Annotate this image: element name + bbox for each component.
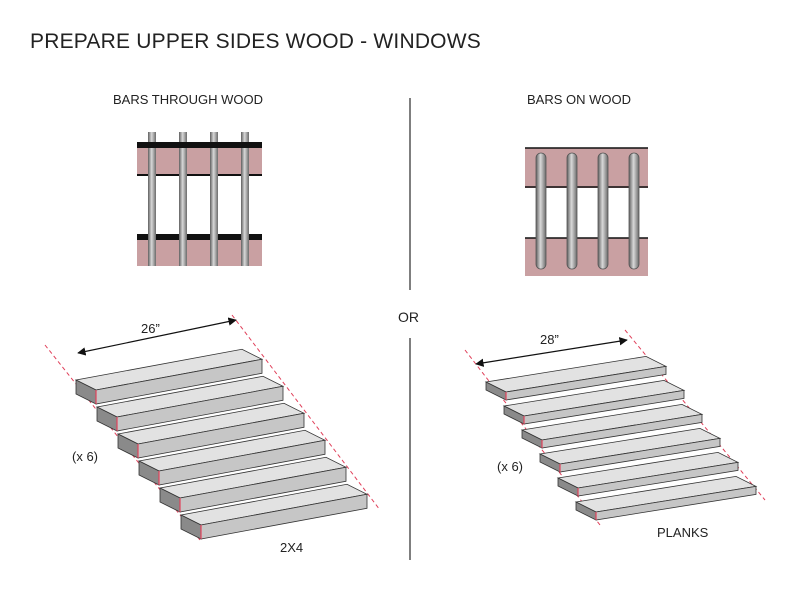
left-heading: BARS THROUGH WOOD xyxy=(113,92,263,107)
right-material-label: PLANKS xyxy=(657,525,709,540)
right-heading: BARS ON WOOD xyxy=(527,92,632,107)
bar-rail-crossing xyxy=(241,142,249,148)
top-wood-rail-bottom-edge xyxy=(137,174,262,176)
right-dimension-arrow xyxy=(475,337,628,367)
bar-rail-crossing xyxy=(179,142,187,148)
bar-rail-crossing xyxy=(210,142,218,148)
or-label: OR xyxy=(398,309,419,325)
left-boards xyxy=(74,348,369,540)
window-bar xyxy=(628,152,640,270)
window-bar xyxy=(535,152,547,270)
left-bars xyxy=(148,132,249,266)
top-wood-rail-edge xyxy=(137,142,262,148)
bar-exposed-segment xyxy=(179,176,187,234)
right-boards xyxy=(484,355,758,521)
left-multiplier: (x 6) xyxy=(72,449,98,464)
bars-through-wood-window xyxy=(137,132,262,266)
bar-rail-crossing xyxy=(148,142,156,148)
page-title: PREPARE UPPER SIDES WOOD - WINDOWS xyxy=(30,30,481,53)
right-bars xyxy=(535,152,640,270)
window-bar xyxy=(597,152,609,270)
bar-exposed-segment xyxy=(148,176,156,234)
bar-exposed-segment xyxy=(210,176,218,234)
right-multiplier: (x 6) xyxy=(497,459,523,474)
bottom-wood-rail-edge xyxy=(137,234,262,240)
bar-exposed-segment xyxy=(241,176,249,234)
bars-on-wood-window xyxy=(525,147,648,276)
left-cut-line-end xyxy=(231,314,381,511)
left-dimension-arrow xyxy=(77,317,237,356)
left-material-label: 2X4 xyxy=(280,540,304,555)
window-bar xyxy=(566,152,578,270)
